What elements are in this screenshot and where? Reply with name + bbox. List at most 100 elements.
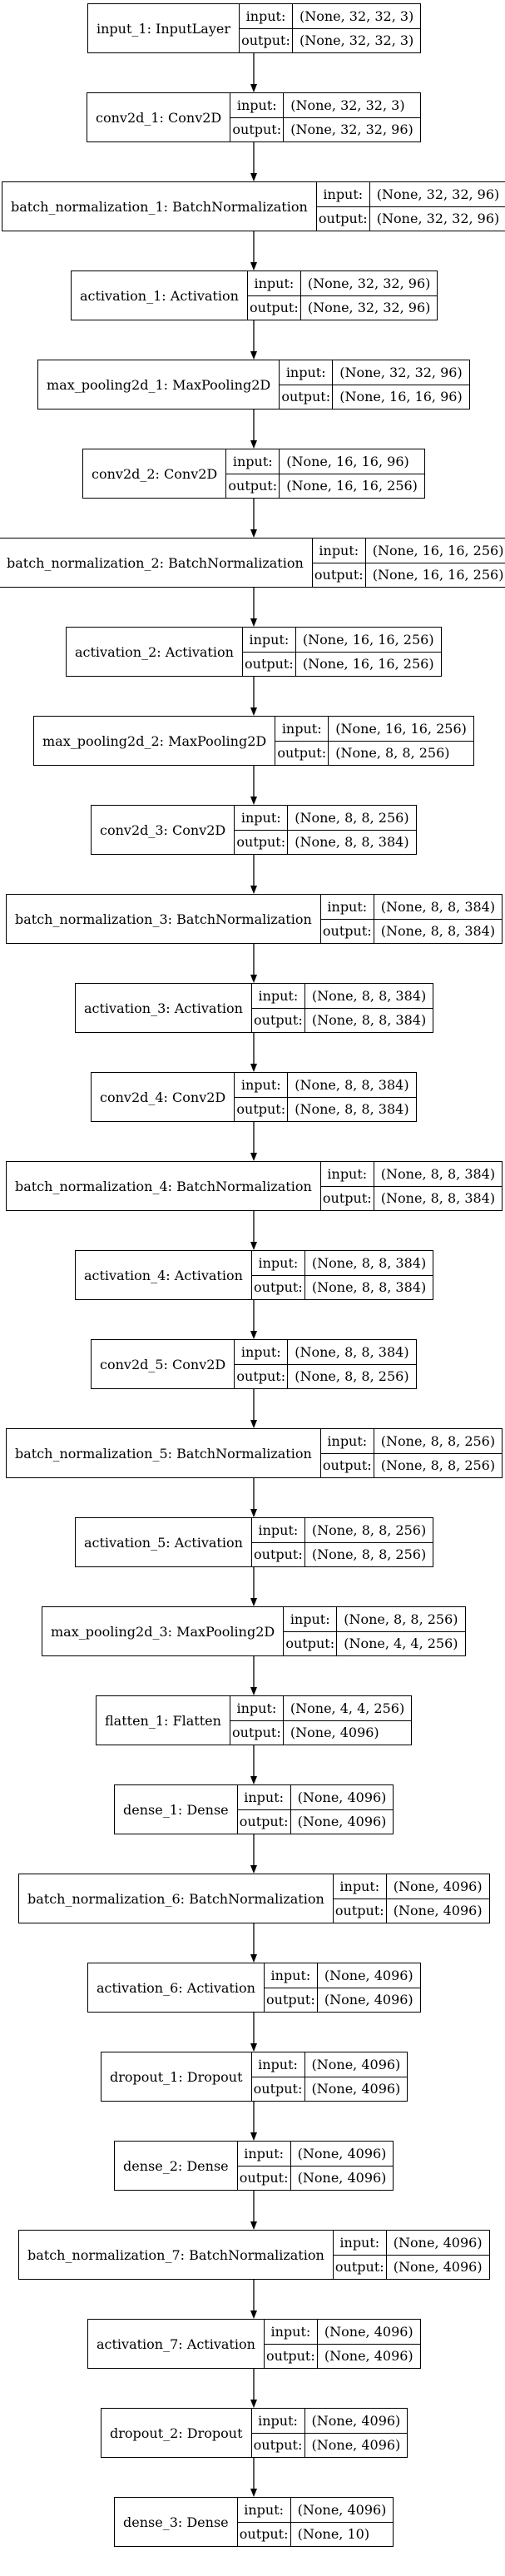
layer-shape-table: input: (None, 4096) output: (None, 4096): [333, 2231, 489, 2279]
layer-name: batch_normalization_2: BatchNormalizatio…: [0, 539, 313, 587]
input-shape: (None, 32, 32, 96): [339, 364, 463, 380]
input-label: input:: [275, 717, 329, 741]
input-label: input:: [252, 2409, 305, 2433]
input-label: input:: [230, 93, 285, 117]
layer-shape-table: input: (None, 8, 8, 384) output: (None, …: [320, 895, 503, 943]
input-shape: (None, 32, 32, 96): [307, 275, 431, 291]
input-label: input:: [235, 1073, 289, 1097]
layer-name: activation_7: Activation: [88, 2320, 265, 2368]
output-row: output: (None, 4096): [264, 1987, 420, 2012]
layer-node-12: activation_3: Activation input: (None, 8…: [75, 983, 434, 1033]
layer-name: batch_normalization_5: BatchNormalizatio…: [7, 1429, 321, 1477]
edge-arrowhead-22: [250, 1954, 257, 1963]
edge-arrowhead-20: [250, 1776, 257, 1784]
output-label: output:: [321, 919, 374, 943]
output-shape: (None, 4096): [311, 2437, 401, 2454]
output-shape: (None, 16, 16, 256): [302, 656, 434, 673]
layer-node-4: activation_1: Activation input: (None, 3…: [71, 271, 438, 320]
output-shape: (None, 32, 32, 96): [376, 211, 500, 227]
layer-node-7: batch_normalization_2: BatchNormalizatio…: [0, 538, 505, 588]
output-label: output:: [238, 2522, 291, 2546]
layer-name: activation_5: Activation: [76, 1518, 252, 1566]
output-label: output:: [243, 652, 296, 676]
input-label: input:: [321, 895, 374, 919]
input-row: input: (None, 4096): [252, 2052, 408, 2077]
output-shape: (None, 10): [297, 2526, 370, 2543]
input-label: input:: [238, 2498, 291, 2522]
layer-shape-table: input: (None, 8, 8, 256) output: (None, …: [284, 1607, 465, 1655]
output-row: output: (None, 8, 8, 384): [251, 1274, 433, 1299]
output-shape: (None, 4, 4, 256): [344, 1635, 458, 1652]
input-row: input: (None, 8, 8, 256): [235, 806, 415, 830]
input-row: input: (None, 8, 8, 256): [252, 1518, 433, 1542]
output-shape: (None, 4096): [393, 1903, 483, 1919]
input-shape: (None, 4096): [297, 2145, 387, 2162]
output-shape: (None, 8, 8, 384): [311, 1279, 427, 1296]
input-label: input:: [235, 806, 289, 830]
input-row: input: (None, 4096): [334, 2231, 489, 2255]
layer-node-15: activation_4: Activation input: (None, 8…: [75, 1250, 434, 1300]
input-shape: (None, 4096): [311, 2056, 401, 2072]
layer-name: flatten_1: Flatten: [97, 1696, 230, 1745]
output-label: output:: [252, 1542, 305, 1566]
output-shape: (None, 8, 8, 256): [295, 1368, 409, 1385]
input-label: input:: [238, 2142, 291, 2166]
output-shape: (None, 16, 16, 96): [339, 389, 463, 405]
output-shape: (None, 8, 8, 384): [295, 1101, 409, 1118]
output-label: output:: [334, 1898, 387, 1923]
input-row: input: (None, 16, 16, 256): [313, 539, 505, 563]
input-row: input: (None, 8, 8, 384): [252, 984, 433, 1008]
output-row: output: (None, 16, 16, 256): [226, 473, 424, 498]
layer-node-20: flatten_1: Flatten input: (None, 4, 4, 2…: [96, 1695, 413, 1745]
layer-shape-table: input: (None, 4096) output: (None, 4096): [264, 1963, 420, 2012]
input-shape: (None, 4096): [297, 2501, 387, 2518]
layer-node-17: batch_normalization_5: BatchNormalizatio…: [6, 1428, 503, 1478]
output-label: output:: [252, 2077, 305, 2101]
layer-node-14: batch_normalization_4: BatchNormalizatio…: [6, 1161, 503, 1211]
output-label: output:: [235, 1364, 289, 1388]
output-row: output: (None, 4096): [251, 2076, 408, 2101]
edge-arrowhead-17: [250, 1509, 257, 1517]
layer-name: dense_2: Dense: [115, 2142, 238, 2190]
layer-name: max_pooling2d_1: MaxPooling2D: [38, 360, 280, 409]
output-row: output: (None, 8, 8, 384): [320, 918, 503, 943]
output-label: output:: [248, 295, 301, 320]
edge-arrowhead-24: [250, 2132, 257, 2141]
output-label: output:: [252, 1008, 305, 1032]
input-row: input: (None, 16, 16, 256): [243, 628, 441, 652]
layer-node-6: conv2d_2: Conv2D input: (None, 16, 16, 9…: [82, 449, 425, 499]
output-row: output: (None, 4, 4, 256): [284, 1630, 465, 1655]
output-row: output: (None, 4096): [333, 2254, 489, 2279]
output-row: output: (None, 16, 16, 256): [242, 651, 441, 676]
input-shape: (None, 4096): [297, 1789, 387, 1805]
edge-arrowhead-6: [250, 529, 257, 538]
input-label: input:: [321, 1429, 374, 1453]
input-row: input: (None, 4, 4, 256): [230, 1696, 411, 1720]
layer-name: batch_normalization_7: BatchNormalizatio…: [19, 2231, 334, 2279]
layer-name: batch_normalization_4: BatchNormalizatio…: [7, 1162, 321, 1210]
input-label: input:: [248, 271, 301, 295]
output-row: output: (None, 4096): [251, 2432, 408, 2457]
output-label: output:: [265, 1988, 318, 2012]
input-shape: (None, 16, 16, 256): [372, 542, 504, 558]
edge-arrowhead-27: [250, 2400, 257, 2408]
layer-node-26: batch_normalization_7: BatchNormalizatio…: [18, 2230, 490, 2280]
output-row: output: (None, 32, 32, 96): [230, 117, 420, 141]
output-label: output:: [235, 830, 289, 854]
input-row: input: (None, 8, 8, 256): [284, 1607, 464, 1631]
layer-shape-table: input: (None, 4096) output: (None, 4096): [251, 2052, 408, 2101]
layer-name: dropout_2: Dropout: [101, 2409, 252, 2457]
input-label: input:: [280, 360, 334, 385]
input-row: input: (None, 32, 32, 3): [240, 4, 420, 28]
edge-arrowhead-18: [250, 1598, 257, 1606]
layer-shape-table: input: (None, 4096) output: (None, 4096): [333, 1874, 489, 1923]
output-shape: (None, 4096): [290, 1725, 379, 1741]
output-label: output:: [284, 1631, 338, 1655]
output-row: output: (None, 4096): [264, 2343, 420, 2368]
output-label: output:: [230, 117, 285, 141]
layer-shape-table: input: (None, 8, 8, 256) output: (None, …: [235, 806, 416, 854]
edge-arrowhead-2: [250, 173, 257, 181]
layer-shape-table: input: (None, 32, 32, 3) output: (None, …: [239, 4, 421, 52]
input-shape: (None, 8, 8, 384): [380, 1165, 496, 1182]
